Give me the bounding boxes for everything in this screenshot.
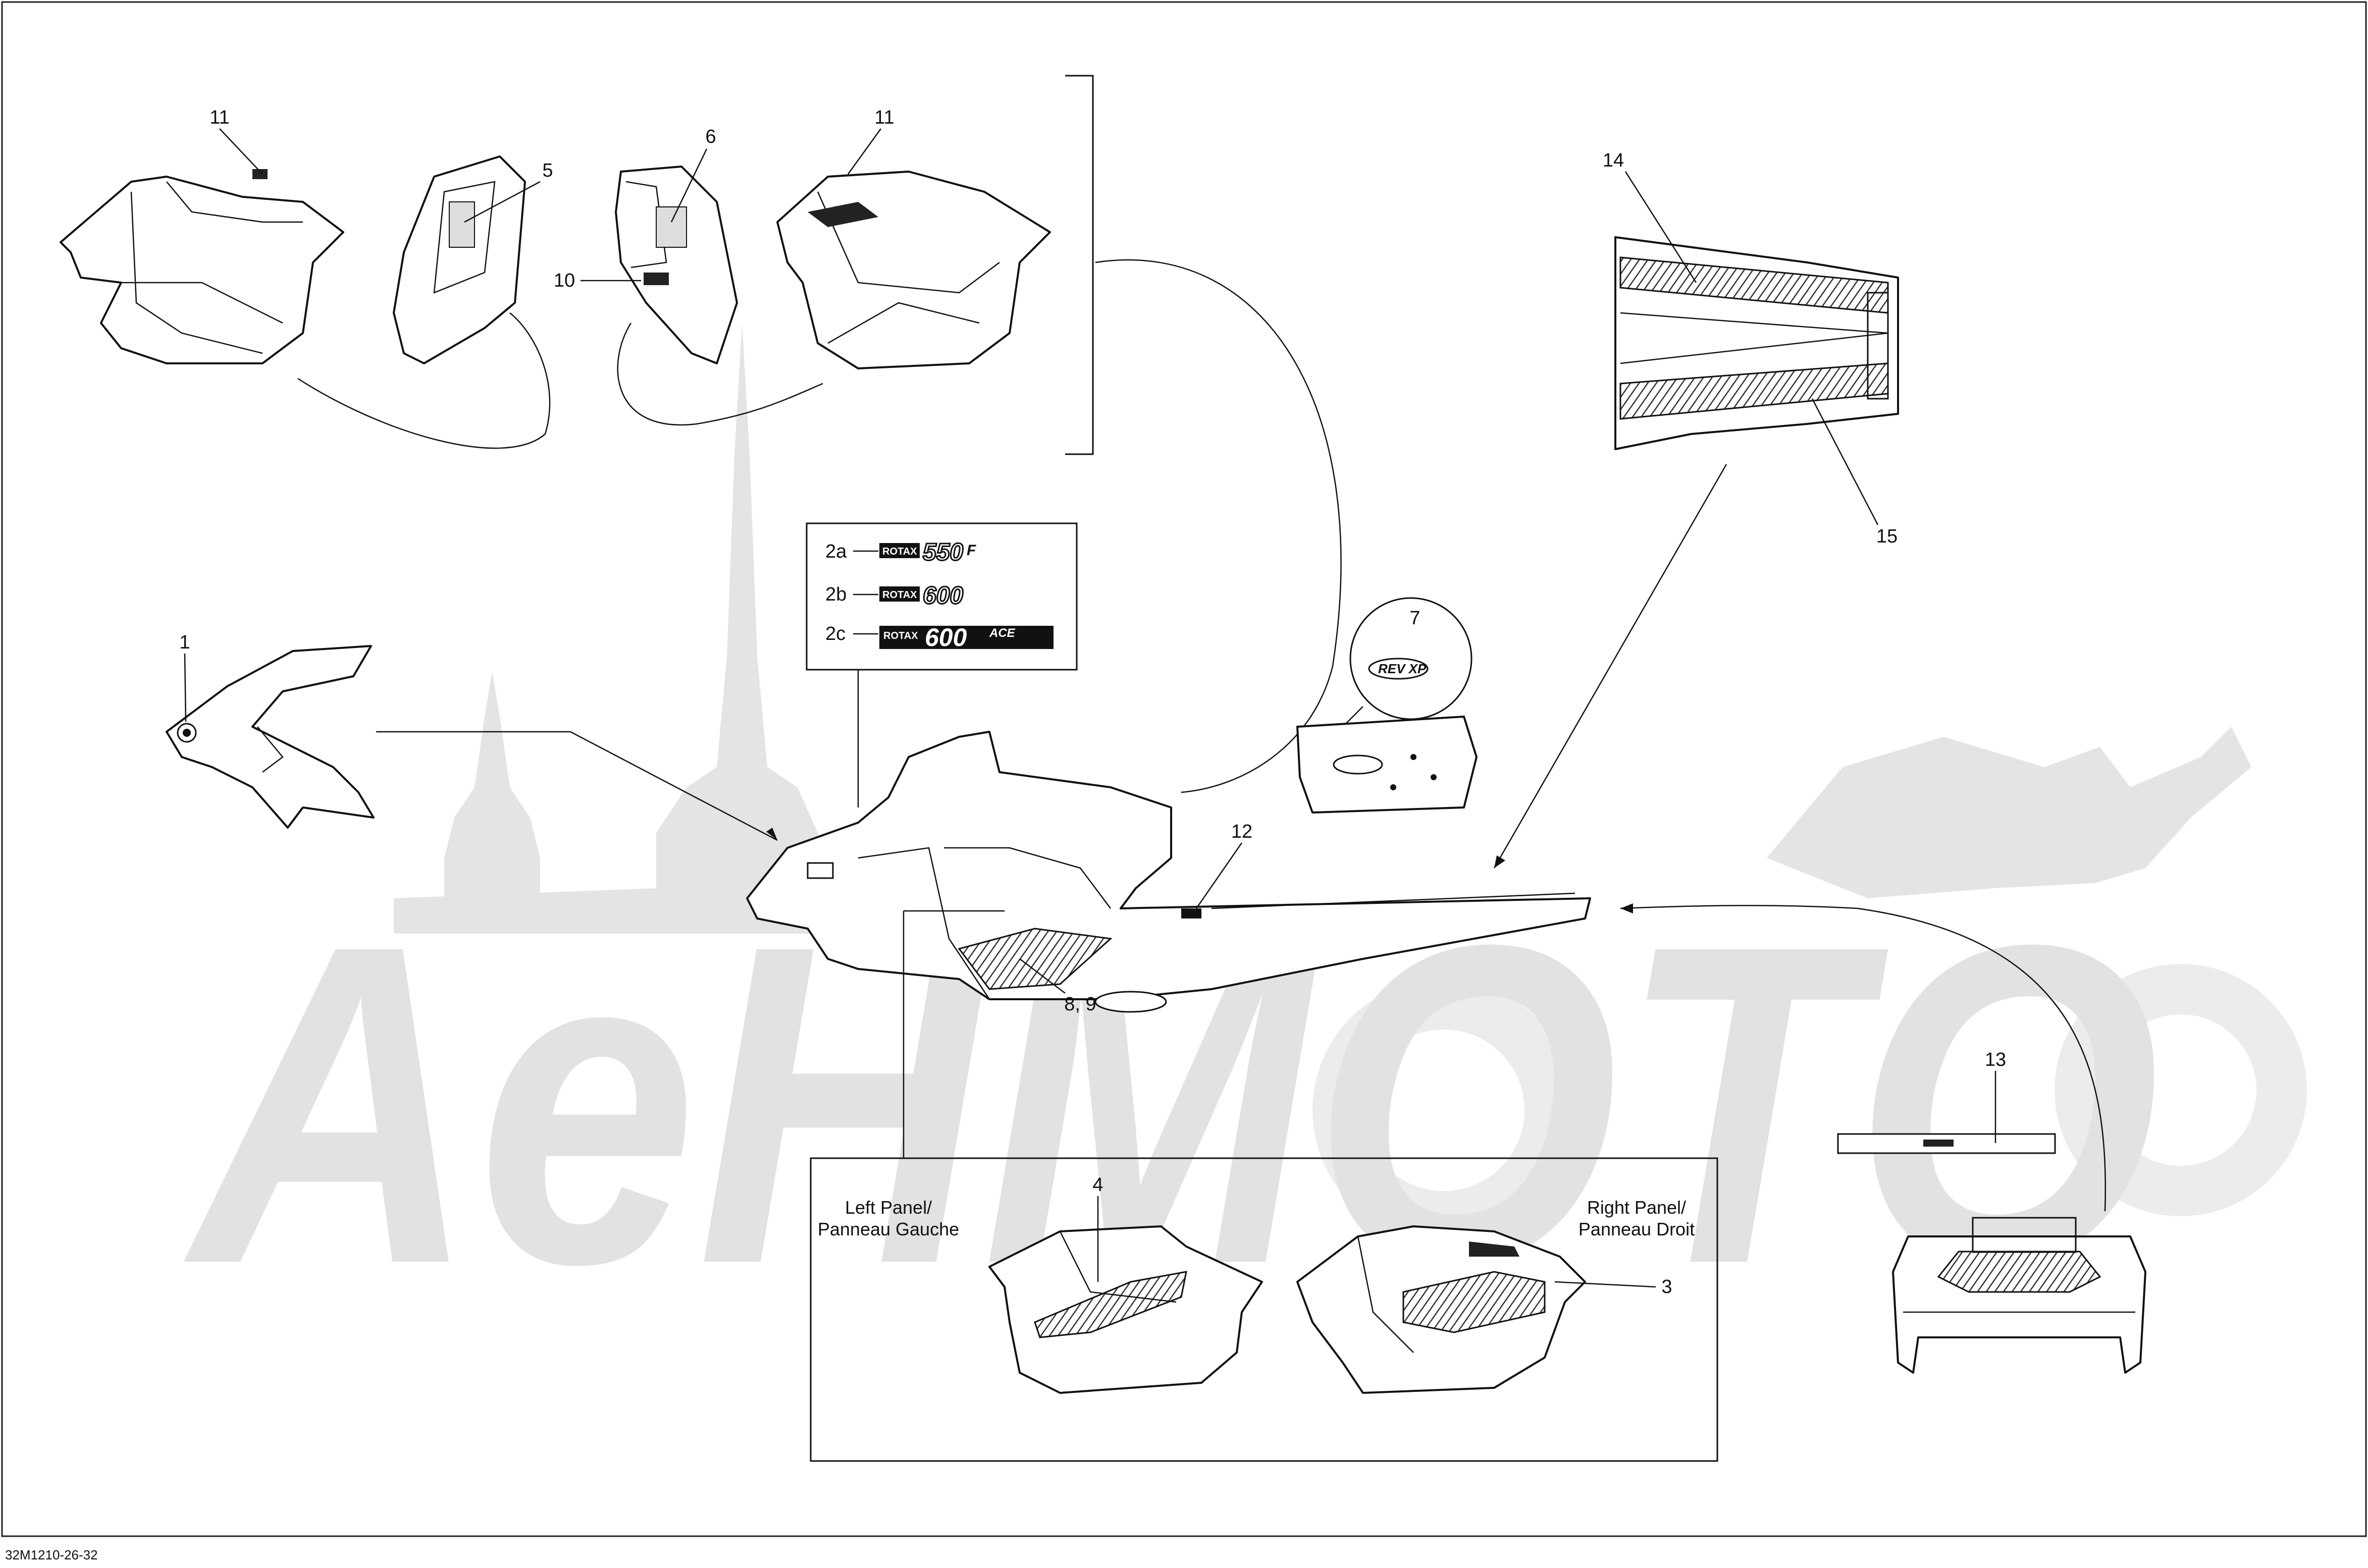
engine-decals-box xyxy=(806,522,1078,671)
hood-nose-part xyxy=(166,645,375,829)
svg-text:REV XP: REV XP xyxy=(1378,661,1427,676)
left-panel-label-fr: Panneau Gauche xyxy=(818,1219,959,1239)
svg-text:550: 550 xyxy=(923,539,963,566)
svg-text:ROTAX: ROTAX xyxy=(882,546,917,557)
tunnel-section-detail xyxy=(1296,716,1478,814)
callout-11-right: 11 xyxy=(874,107,894,128)
callout-6: 6 xyxy=(705,126,716,147)
left-panel-part xyxy=(988,1225,1263,1394)
snowmobile-main xyxy=(746,731,1591,1013)
callout-2b: 2b xyxy=(825,584,847,605)
svg-text:ACE: ACE xyxy=(989,626,1016,640)
callout-2c: 2c xyxy=(825,623,846,644)
callout-11-left: 11 xyxy=(209,107,229,128)
callout-4: 4 xyxy=(1092,1174,1103,1196)
decal-revxp: REV XP xyxy=(1368,658,1429,680)
decal-rotax-600-ace: ROTAX 600 ACE xyxy=(879,623,1054,652)
right-panel-part xyxy=(1296,1225,1586,1394)
decal-rotax-600: ROTAX 600 xyxy=(879,582,964,610)
tunnel-top-view xyxy=(1614,236,1899,450)
svg-text:F: F xyxy=(967,542,976,559)
callout-13: 13 xyxy=(1985,1049,2006,1070)
side-panel-inner-view-6 xyxy=(615,166,738,364)
diagram-border xyxy=(1,1,2367,1537)
side-panel-right-view xyxy=(776,171,1051,369)
callout-10: 10 xyxy=(554,270,575,291)
panels-box xyxy=(810,1157,1718,1462)
svg-text:ROTAX: ROTAX xyxy=(882,589,917,601)
svg-text:600: 600 xyxy=(923,582,963,609)
side-panel-inner-view-5 xyxy=(393,155,526,364)
right-panel-label-fr: Panneau Droit xyxy=(1578,1219,1695,1239)
callout-15: 15 xyxy=(1876,526,1898,547)
callout-1: 1 xyxy=(179,632,190,653)
callout-14: 14 xyxy=(1603,150,1624,171)
callout-2a: 2a xyxy=(825,541,847,562)
rear-bumper-part xyxy=(1892,1217,2146,1374)
callout-5: 5 xyxy=(542,160,553,181)
drawing-reference: 32M1210-26-32 xyxy=(5,1547,98,1562)
left-panel-label-en: Left Panel/ xyxy=(845,1197,932,1218)
callout-3: 3 xyxy=(1661,1276,1672,1297)
callout-8-9: 8, 9 xyxy=(1064,994,1096,1015)
side-panel-left-view xyxy=(60,169,344,364)
callout-7: 7 xyxy=(1409,608,1420,629)
decal-rotax-550f: ROTAX 550 F xyxy=(879,538,976,567)
svg-text:600: 600 xyxy=(925,623,967,652)
top-group-bracket xyxy=(1065,75,1094,455)
svg-text:ROTAX: ROTAX xyxy=(883,630,918,641)
callout-12: 12 xyxy=(1231,821,1252,842)
right-panel-label-en: Right Panel/ xyxy=(1587,1197,1686,1218)
